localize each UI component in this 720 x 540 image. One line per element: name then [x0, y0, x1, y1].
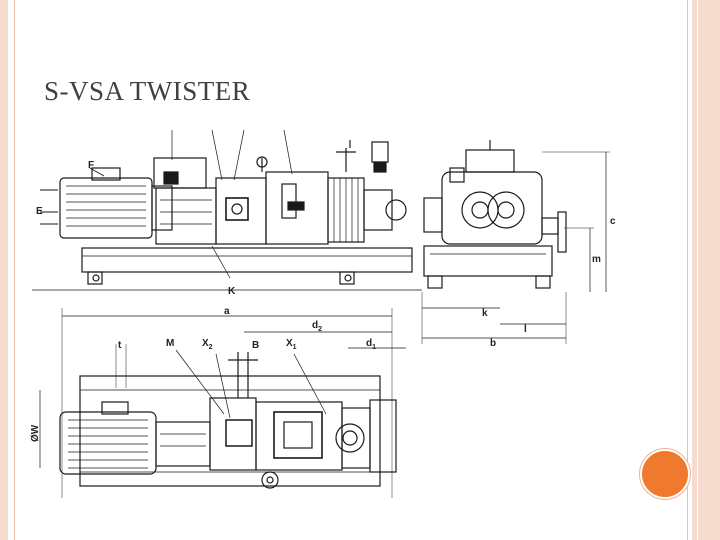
- top-pump-stage-3: [341, 407, 371, 469]
- side-motor-body: [59, 177, 153, 239]
- end-flange-right: [557, 211, 567, 253]
- slide-title: S-VSA TWISTER: [44, 76, 251, 106]
- label-F: F: [88, 160, 94, 171]
- end-rotor-right: [487, 191, 525, 229]
- label-a: a: [224, 306, 230, 317]
- label-d2: d2: [312, 320, 322, 333]
- slide-frame-right: [692, 0, 720, 540]
- label-B: B: [252, 340, 259, 351]
- slide-frame-left-line: [14, 0, 15, 540]
- side-foot-left: [87, 271, 103, 285]
- side-valve-block: [153, 157, 207, 189]
- label-OW: ØW: [30, 424, 41, 442]
- label-E: E: [36, 206, 43, 217]
- label-M: M: [166, 338, 174, 349]
- label-c: c: [610, 216, 616, 227]
- label-K: K: [228, 286, 236, 297]
- slide-frame-right-line-inner: [697, 0, 698, 540]
- top-base-frame: [79, 375, 381, 487]
- label-t: t: [118, 340, 122, 351]
- side-gear-end: [363, 189, 393, 231]
- top-gear-end: [369, 399, 397, 473]
- top-outlet-flange: [335, 423, 365, 453]
- top-base-boss: [261, 471, 279, 489]
- end-flange-left: [423, 197, 443, 233]
- label-X1: X1: [286, 338, 297, 351]
- label-X2: X2: [202, 338, 213, 351]
- slide-accent-circle: [640, 449, 690, 499]
- label-k: k: [482, 308, 488, 319]
- end-pump-casing: [441, 171, 543, 245]
- slide-frame-left: [0, 0, 8, 540]
- side-foot-right: [339, 271, 355, 285]
- top-coupling: [155, 421, 211, 467]
- end-view: [421, 140, 610, 344]
- label-b: b: [490, 338, 496, 349]
- top-pump-stage-1: [209, 397, 257, 471]
- label-m: m: [592, 254, 601, 265]
- pump-technical-drawing: F E K c m k l b: [30, 129, 616, 498]
- top-view: [39, 308, 406, 498]
- slide-frame-right-line: [687, 0, 688, 540]
- side-coupling-housing: [155, 187, 217, 245]
- side-motor-flange: [151, 185, 173, 231]
- side-base-frame: [81, 247, 413, 273]
- side-end-boss: [385, 199, 407, 221]
- end-top-valve: [465, 149, 515, 173]
- side-motor-terminal-box: [91, 167, 121, 181]
- top-inlet-flange: [273, 411, 323, 459]
- side-valve-top: [371, 141, 389, 163]
- top-motor-body: [59, 411, 157, 475]
- side-view: [32, 129, 422, 291]
- end-base-frame: [423, 245, 553, 277]
- top-terminal-box: [101, 401, 129, 415]
- label-l: l: [524, 324, 527, 335]
- label-d1: d1: [366, 338, 376, 351]
